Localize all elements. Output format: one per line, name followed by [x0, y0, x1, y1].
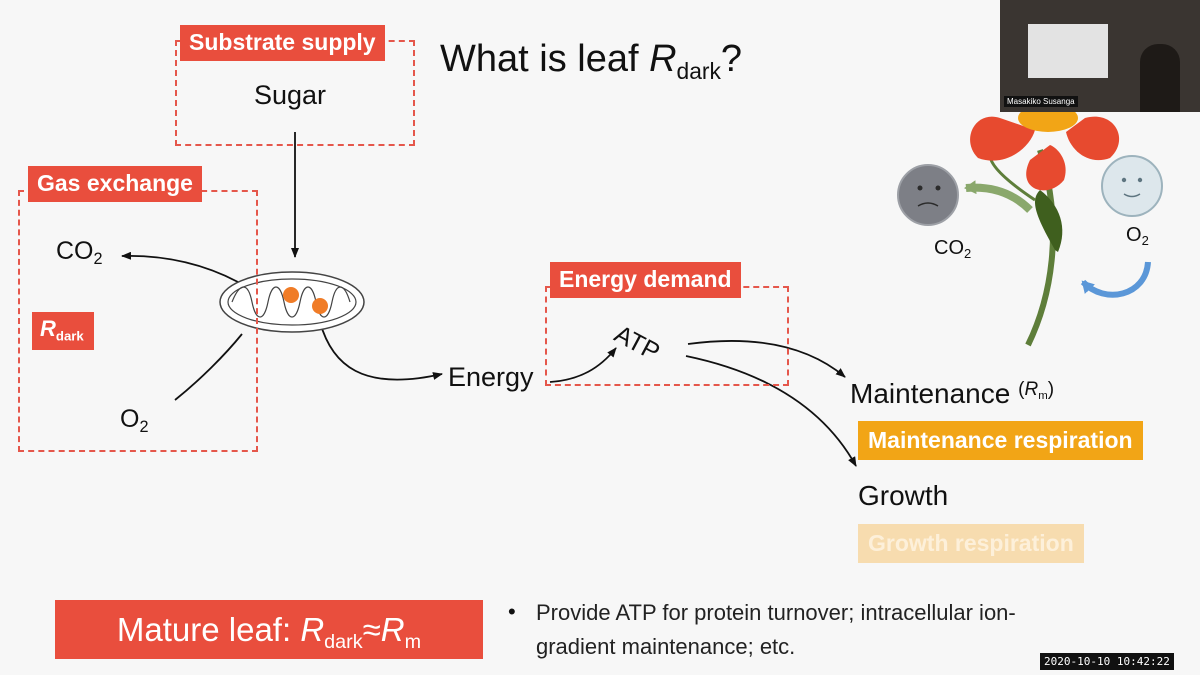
energy-label: Energy — [448, 362, 534, 392]
arrow-atp-to-growth — [685, 355, 857, 467]
arrow-mito-to-energy — [319, 321, 443, 381]
plant-o2-sub: 2 — [1141, 232, 1149, 248]
o2-label: O2 — [120, 405, 149, 437]
substrate-supply-tag: Substrate supply — [180, 25, 385, 61]
timestamp: 2020-10-10 10:42:22 — [1040, 653, 1174, 670]
bullet-line-1: Provide ATP for protein turnover; intrac… — [536, 600, 1016, 625]
mature-leaf-approx: ≈ — [362, 611, 381, 648]
maintenance-respiration-tag: Maintenance respiration — [858, 421, 1143, 460]
o2-sub: 2 — [139, 417, 149, 436]
title-sub: dark — [676, 57, 721, 84]
maintenance-text: Maintenance — [850, 378, 1011, 409]
title-var: R — [649, 38, 677, 80]
rm-main: R — [1024, 379, 1039, 401]
webcam-thumbnail[interactable]: Masakiko Susanga — [1000, 0, 1200, 112]
flower-petals — [970, 104, 1120, 191]
mature-leaf-banner: Mature leaf: Rdark≈Rm — [55, 600, 483, 659]
growth-label: Growth — [858, 480, 949, 511]
sugar-label: Sugar — [254, 80, 327, 110]
webcam-person — [1140, 44, 1180, 112]
gas-exchange-tag: Gas exchange — [28, 166, 202, 202]
o2-main: O — [120, 405, 140, 433]
plant-o2-main: O — [1126, 224, 1142, 246]
arrow-leaf-to-co2 — [964, 180, 1033, 213]
arrow-mito-to-co2 — [121, 251, 239, 283]
plant-co2-main: CO — [934, 237, 964, 259]
slide-title: What is leaf Rdark? — [440, 38, 742, 85]
plant-co2-sub: 2 — [964, 245, 972, 261]
co2-sub: 2 — [93, 249, 103, 268]
rdark-sub: dark — [55, 328, 84, 344]
title-suffix: ? — [720, 38, 743, 80]
bullet-marker: • — [508, 599, 516, 624]
rdark-main: R — [40, 316, 56, 341]
arrow-o2-to-leaf — [1080, 261, 1151, 298]
webcam-screen — [1028, 24, 1108, 78]
co2-label: CO2 — [56, 237, 103, 269]
bullet-line-2: gradient maintenance; etc. — [536, 634, 796, 659]
title-prefix: What is leaf — [440, 38, 650, 80]
plant-o2-label: O2 — [1126, 224, 1149, 248]
line-o2-to-mito — [174, 333, 243, 401]
energy-demand-box — [545, 286, 789, 386]
mature-leaf-var1: R — [300, 611, 325, 648]
growth-respiration-tag: Growth respiration — [858, 524, 1084, 563]
co2-main: CO — [56, 237, 94, 265]
mature-leaf-prefix: Mature leaf: — [116, 611, 301, 648]
rm-sub: m — [1038, 390, 1048, 403]
arrow-atp-to-maintenance — [687, 340, 846, 378]
plant-illustration — [897, 104, 1163, 347]
maintenance-label: Maintenance (Rm) — [850, 378, 1055, 409]
energy-demand-tag: Energy demand — [550, 262, 741, 298]
mature-leaf-sub2: m — [404, 630, 422, 653]
arrow-energy-to-atp — [549, 347, 617, 383]
webcam-caption: Masakiko Susanga — [1004, 96, 1078, 107]
rdark-tag: Rdark — [32, 312, 94, 351]
plant-co2-label: CO2 — [934, 237, 971, 261]
mature-leaf-sub1: dark — [324, 630, 363, 653]
mature-leaf-var2: R — [380, 611, 405, 648]
